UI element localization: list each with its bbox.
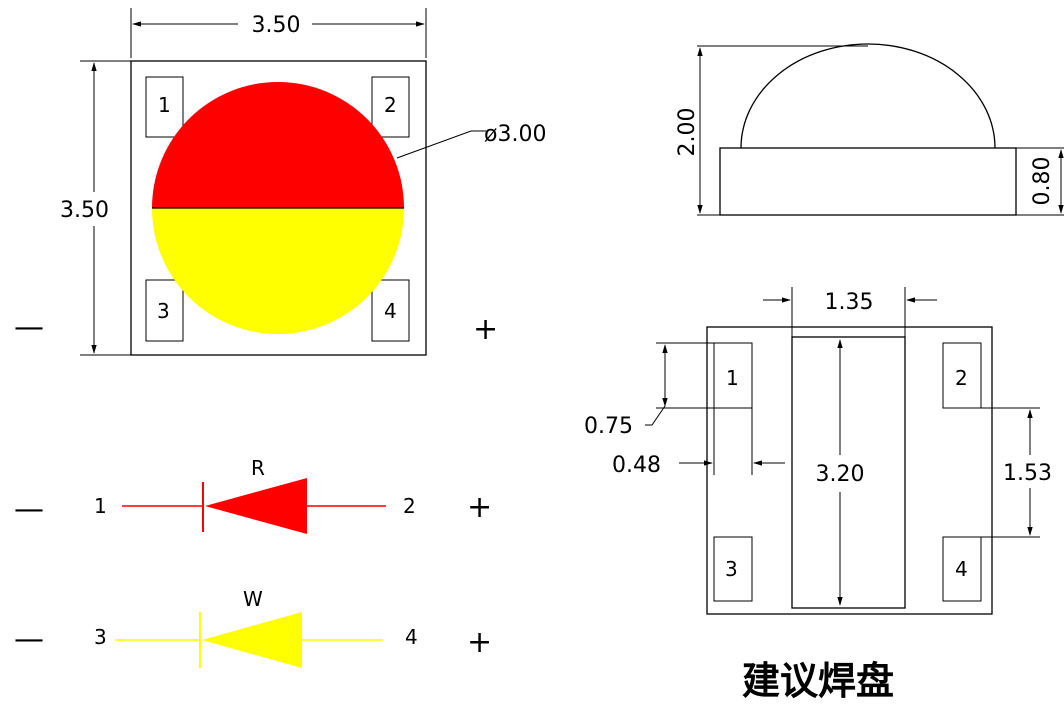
schematic-red: — 1 R 2 + [14, 456, 492, 534]
white-minus-sign: — [14, 622, 44, 657]
schematic-white: — 3 W 4 + [14, 587, 492, 668]
white-led-label: W [243, 587, 263, 611]
total-height-dimension: 2.00 [675, 108, 700, 157]
lens-dome [740, 43, 996, 149]
footprint-title: 建议焊盘 [742, 659, 894, 703]
white-diode-triangle [202, 612, 302, 668]
white-pin-left: 3 [94, 625, 107, 649]
pad-width-dimension: 0.48 [612, 453, 661, 478]
diameter-dimension: ø3.00 [484, 122, 546, 147]
lens-lower-half [152, 208, 404, 334]
footprint-pad-4 [942, 536, 982, 602]
top-view: 3.50 3.50 1 2 3 4 ø3.00 — + [14, 8, 546, 356]
recommended-footprint: 1 2 3 4 1.35 3.20 0.75 0.48 1.53 建议焊盘 [584, 287, 1052, 703]
pad-1 [145, 76, 184, 138]
footprint-pad-2-label: 2 [955, 366, 968, 390]
center-width-dimension: 1.35 [825, 290, 874, 315]
pad-3 [145, 279, 184, 342]
red-minus-sign: — [14, 492, 44, 527]
width-dimension: 3.50 [252, 13, 301, 38]
red-plus-sign: + [467, 490, 492, 525]
red-pin-right: 2 [403, 494, 416, 518]
footprint-pad-2 [942, 342, 982, 409]
package-outline [130, 60, 427, 356]
side-view: 2.00 0.80 [675, 43, 1064, 216]
footprint-pad-3-label: 3 [725, 557, 738, 581]
top-plus-sign: + [473, 312, 498, 347]
pad-3-label: 3 [157, 299, 170, 323]
footprint-pad-4-label: 4 [955, 557, 968, 581]
lens-upper-half [152, 82, 404, 208]
pad-height-leader [645, 405, 666, 426]
white-pin-right: 4 [405, 625, 418, 649]
white-plus-sign: + [467, 625, 492, 660]
base-height-dimension: 0.80 [1030, 157, 1055, 206]
center-height-dimension: 3.20 [816, 462, 865, 487]
pad-1-label: 1 [158, 93, 171, 117]
pad-4-label: 4 [384, 299, 397, 323]
footprint-pad-1-label: 1 [726, 366, 739, 390]
pad-height-dimension: 0.75 [584, 414, 633, 439]
pad-2-label: 2 [384, 93, 397, 117]
red-pin-left: 1 [94, 494, 107, 518]
top-minus-sign: — [14, 310, 44, 345]
package-base [719, 147, 1017, 216]
diameter-leader [396, 130, 486, 159]
footprint-pad-3 [713, 536, 753, 602]
height-dimension: 3.50 [60, 198, 109, 223]
pad-spacing-dimension: 1.53 [1003, 461, 1052, 486]
red-led-label: R [251, 456, 265, 480]
red-diode-triangle [205, 478, 307, 534]
pad-4 [371, 279, 410, 342]
pad-2 [371, 76, 410, 138]
footprint-outline [706, 326, 993, 615]
